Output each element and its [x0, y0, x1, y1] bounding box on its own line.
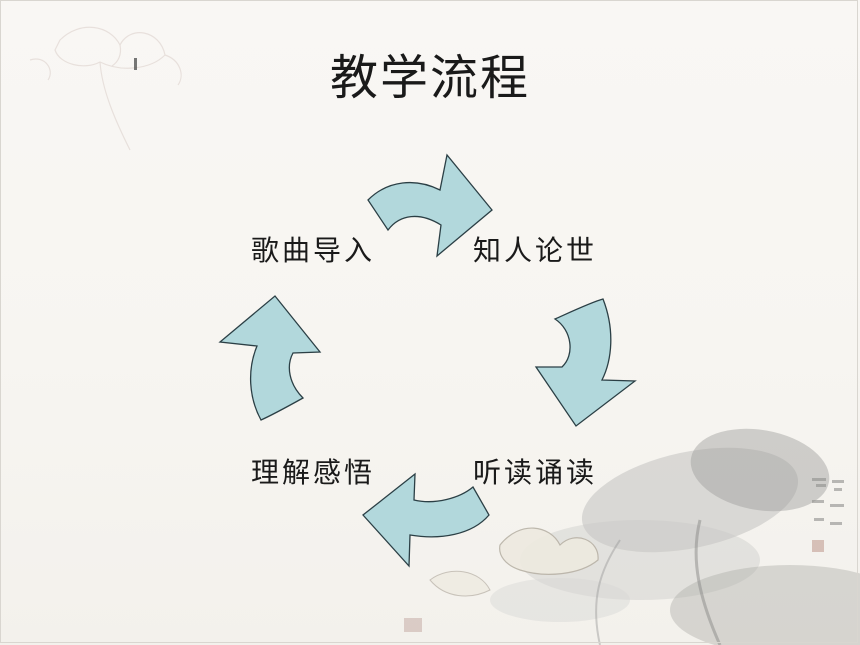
step-label-author-background: 知人论世 — [473, 234, 598, 267]
cycle-arrow-right — [534, 298, 637, 427]
lotus-sketch-top-left — [29, 26, 182, 151]
cycle-arrow-top — [367, 153, 493, 258]
cycle-arrow-left — [218, 295, 322, 421]
ink-lotus-bottom-right — [404, 428, 860, 645]
cycle-arrow-bottom — [362, 472, 490, 568]
small-mark — [134, 58, 137, 70]
seal-stamp — [404, 618, 422, 632]
slide-title: 教学流程 — [329, 50, 530, 106]
step-label-understand: 理解感悟 — [251, 456, 376, 489]
step-label-song-intro: 歌曲导入 — [251, 234, 376, 267]
seal-stamp — [812, 540, 824, 552]
step-label-listen-read: 听读诵读 — [473, 456, 598, 489]
